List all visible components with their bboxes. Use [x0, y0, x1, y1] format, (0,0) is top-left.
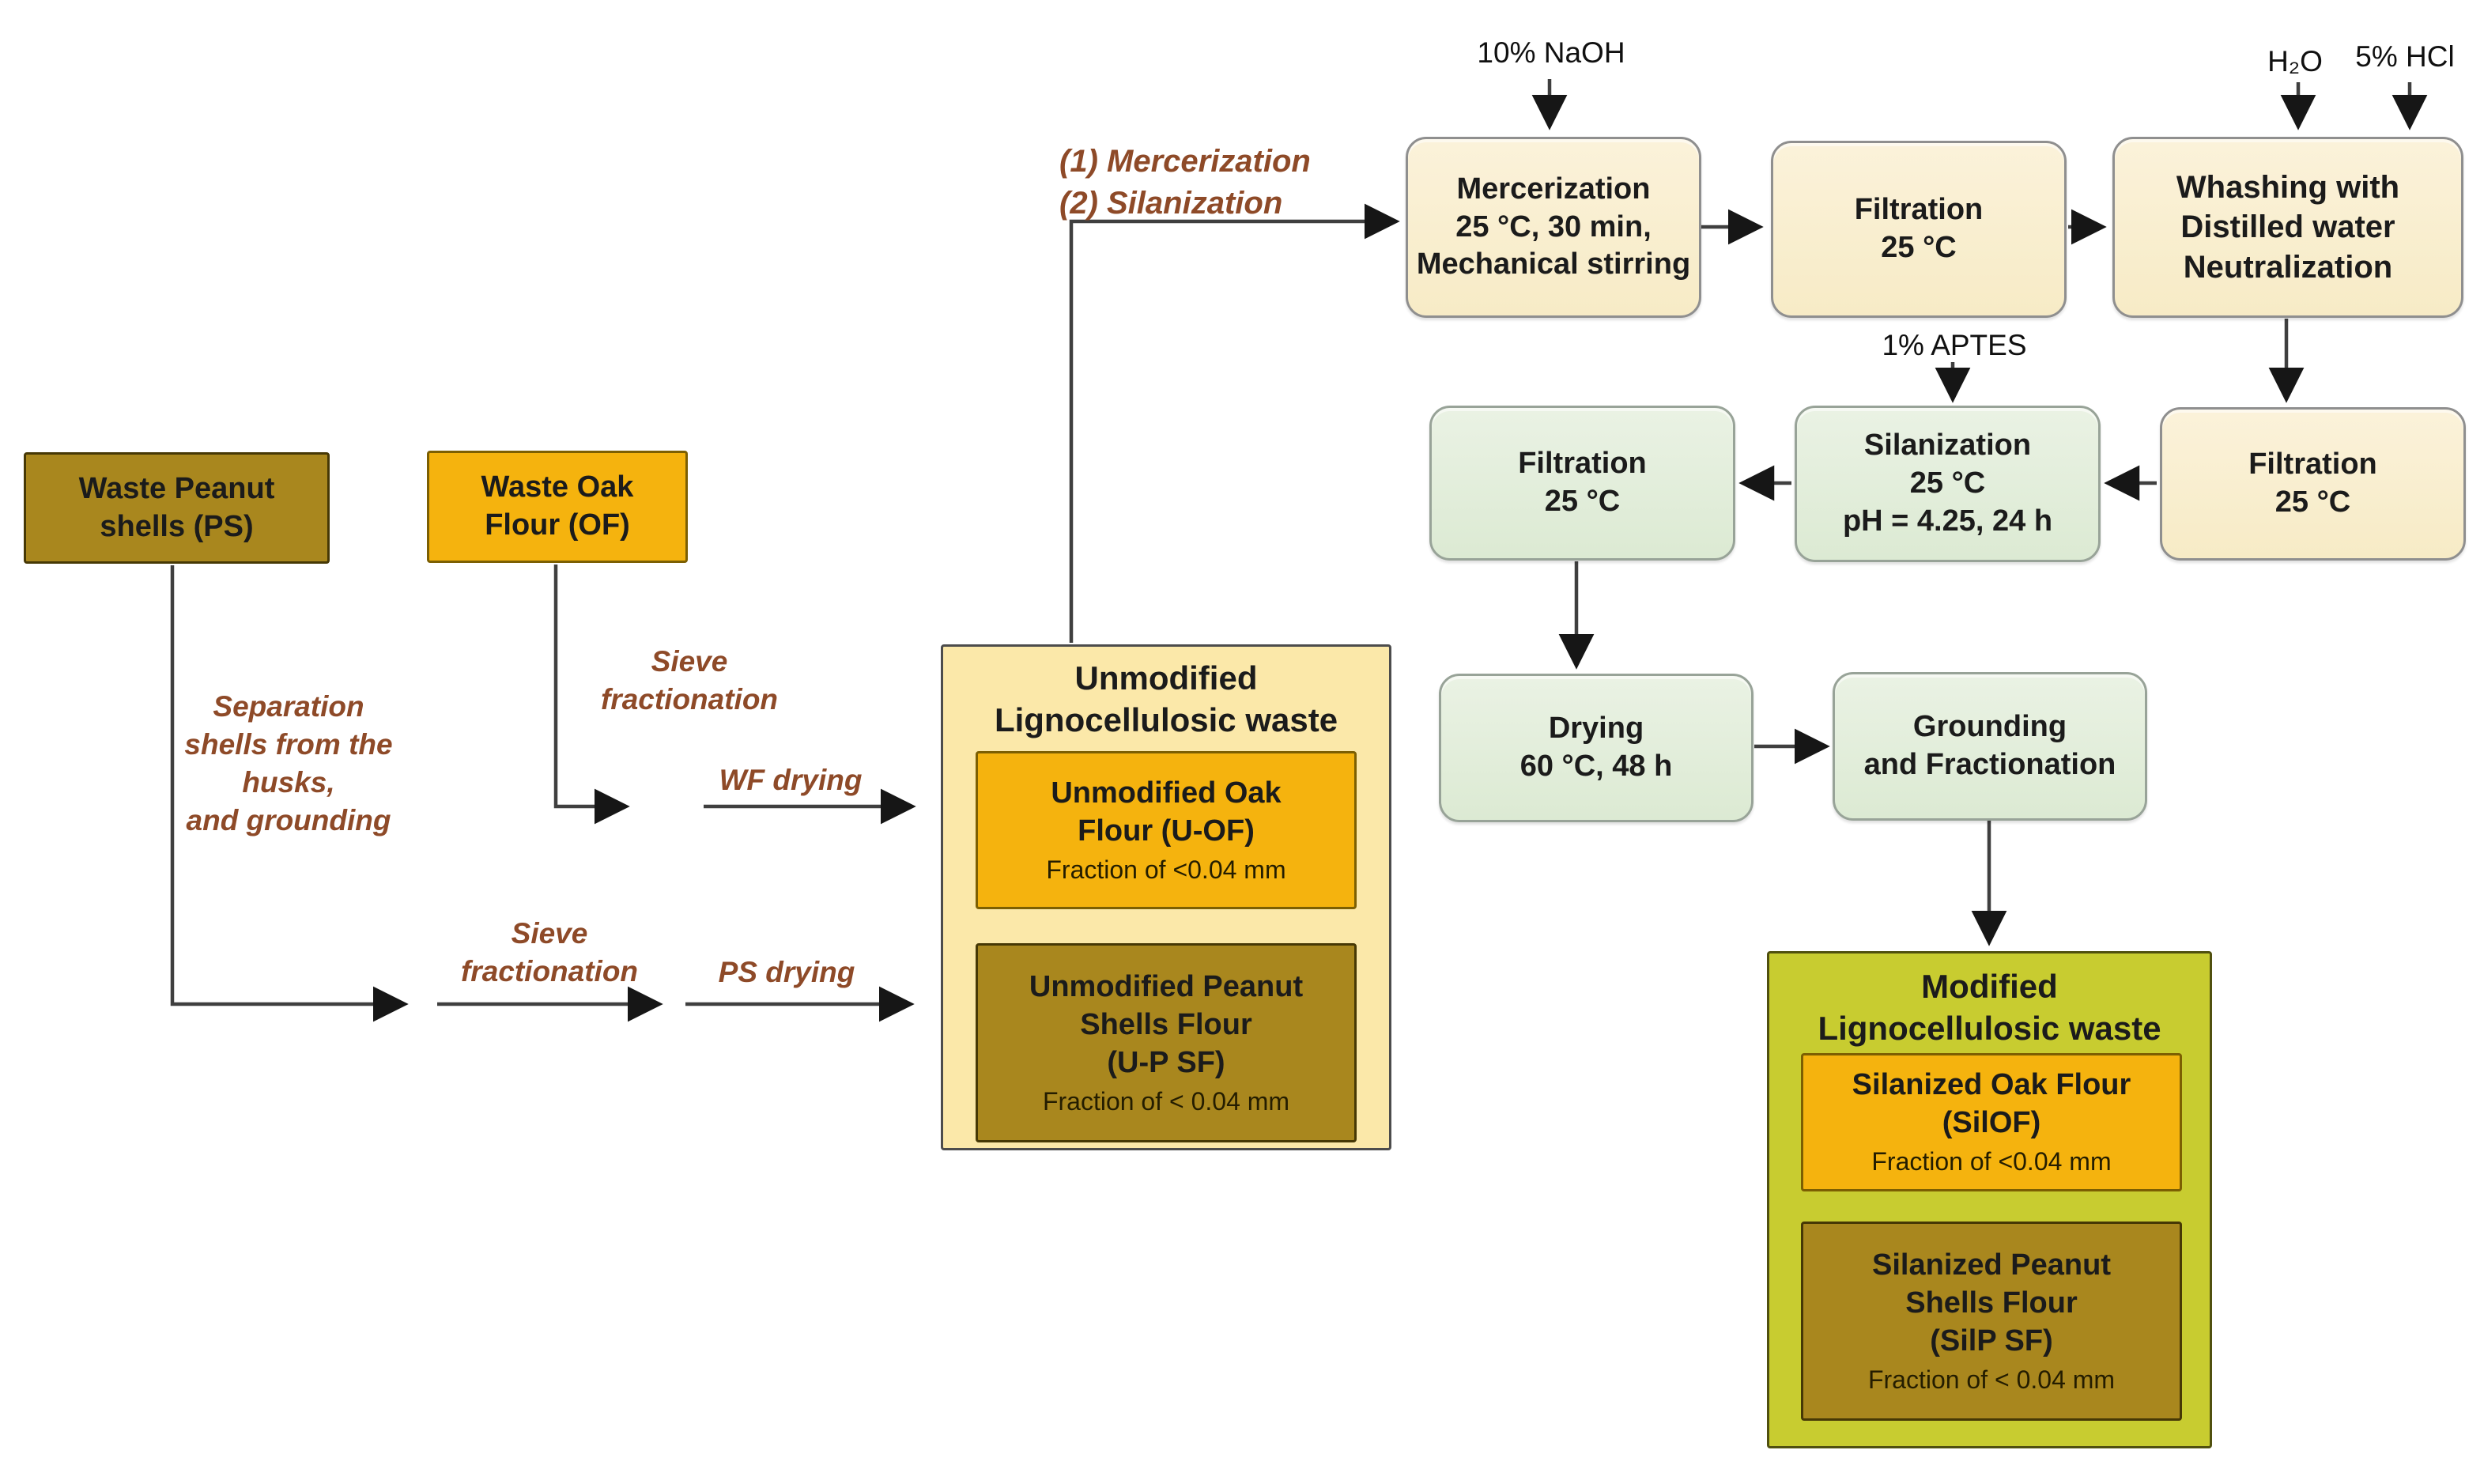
sieve-ps-line1: Sieve: [511, 916, 588, 950]
h2o-input-label: H₂O: [2267, 45, 2323, 77]
grounding-line2: and Fractionation: [1863, 748, 2116, 781]
mercerization-cond2: Mechanical stirring: [1416, 247, 1691, 281]
filtration-3-box: Filtration 25 °C: [1429, 406, 1735, 561]
process-note-line1: (1) Mercerization: [1059, 144, 1311, 179]
upsf-line1: Unmodified Peanut: [1029, 970, 1304, 1004]
arrow: [170, 565, 409, 1022]
silanized-peanut-flour-box: Silanized Peanut Shells Flour (SilP SF) …: [1801, 1222, 2182, 1421]
separation-label: Separation shells from the husks, and gr…: [184, 688, 392, 840]
silof-line2: (SilOF): [1942, 1106, 2041, 1140]
separation-line1: Separation: [213, 689, 364, 723]
separation-line2: shells from the: [184, 727, 393, 761]
silanized-oak-flour-box: Silanized Oak Flour (SilOF) Fraction of …: [1801, 1053, 2182, 1191]
filtration-1-title: Filtration: [1854, 193, 1984, 227]
silanization-title: Silanization: [1863, 429, 2032, 463]
filtration-1-box: Filtration 25 °C: [1771, 141, 2067, 318]
sieve-fractionation-of-label: Sieve fractionation: [601, 643, 778, 719]
waste-peanut-shells-line1: Waste Peanut: [78, 471, 275, 505]
uof-line2: Flour (U-OF): [1078, 814, 1255, 848]
silpsf-line3: (SilP SF): [1930, 1324, 2053, 1358]
waste-peanut-shells-box: Waste Peanut shells (PS): [24, 452, 330, 564]
process-note-line2: (2) Silanization: [1059, 185, 1283, 221]
waste-oak-flour-box: Waste Oak Flour (OF): [427, 451, 688, 563]
separation-line3: husks,: [242, 766, 335, 799]
upsf-line3: (U-P SF): [1107, 1045, 1225, 1079]
uof-line1: Unmodified Oak: [1051, 776, 1282, 810]
washing-line1: Whashing with: [2176, 169, 2400, 205]
ps-drying-label: PS drying: [718, 955, 855, 988]
unmodified-title-line2: Lignocellulosic waste: [994, 700, 1338, 738]
filtration-1-temp: 25 °C: [1881, 231, 1957, 264]
hcl-input-label: 5% HCl: [2355, 40, 2455, 73]
drying-box: Drying 60 °C, 48 h: [1439, 674, 1754, 822]
aptes-input-label: 1% APTES: [1882, 329, 2027, 361]
silpsf-line2: Shells Flour: [1905, 1286, 2078, 1320]
uof-fraction: Fraction of <0.04 mm: [1046, 855, 1286, 884]
silof-fraction: Fraction of <0.04 mm: [1871, 1147, 2112, 1176]
filtration-3-temp: 25 °C: [1544, 485, 1621, 518]
waste-oak-flour-line1: Waste Oak: [481, 470, 634, 504]
modified-title-line2: Lignocellulosic waste: [1818, 1009, 2161, 1047]
separation-line4: and grounding: [186, 804, 391, 837]
filtration-2-box: Filtration 25 °C: [2160, 407, 2466, 561]
sieve-of-line2: fractionation: [600, 683, 779, 716]
filtration-2-temp: 25 °C: [2274, 485, 2351, 519]
washing-line2: Distilled water: [2180, 210, 2395, 245]
waste-peanut-shells-line2: shells (PS): [100, 509, 254, 543]
mercerization-cond1: 25 °C, 30 min,: [1455, 210, 1652, 244]
silpsf-fraction: Fraction of < 0.04 mm: [1867, 1365, 2116, 1394]
upsf-line2: Shells Flour: [1080, 1007, 1252, 1041]
filtration-3-title: Filtration: [1518, 447, 1647, 481]
silanization-temp: 25 °C: [1909, 466, 1986, 500]
arrow: [553, 565, 630, 825]
grounding-line1: Grounding: [1912, 710, 2067, 744]
mercerization-box: Mercerization 25 °C, 30 min, Mechanical …: [1406, 137, 1701, 318]
silpsf-line1: Silanized Peanut: [1872, 1248, 2111, 1282]
sieve-of-line1: Sieve: [651, 644, 728, 678]
mercerization-title: Mercerization: [1456, 172, 1651, 206]
naoh-input-label: 10% NaOH: [1477, 36, 1625, 69]
silanization-ph: pH = 4.25, 24 h: [1842, 504, 2053, 538]
unmodified-peanut-flour-box: Unmodified Peanut Shells Flour (U-P SF) …: [976, 943, 1357, 1142]
drying-cond: 60 °C, 48 h: [1519, 750, 1673, 783]
washing-box: Whashing with Distilled water Neutraliza…: [2112, 137, 2463, 318]
unmodified-title-line1: Unmodified: [1074, 659, 1258, 697]
process-note: (1) Mercerization (2) Silanization: [1059, 141, 1311, 225]
drying-title: Drying: [1548, 712, 1644, 746]
modified-title-line1: Modified: [1921, 968, 2058, 1005]
silof-line1: Silanized Oak Flour: [1852, 1068, 2131, 1102]
washing-line3: Neutralization: [2183, 249, 2393, 285]
upsf-fraction: Fraction of < 0.04 mm: [1042, 1086, 1290, 1116]
filtration-2-title: Filtration: [2248, 447, 2377, 481]
unmodified-oak-flour-box: Unmodified Oak Flour (U-OF) Fraction of …: [976, 751, 1357, 909]
sieve-fractionation-ps-label: Sieve fractionation: [461, 915, 638, 991]
sieve-ps-line2: fractionation: [460, 955, 639, 987]
silanization-box: Silanization 25 °C pH = 4.25, 24 h: [1795, 406, 2101, 562]
waste-oak-flour-line2: Flour (OF): [485, 508, 630, 542]
wf-drying-label: WF drying: [719, 763, 863, 796]
arrow: [1069, 203, 1400, 643]
grounding-box: Grounding and Fractionation: [1833, 672, 2147, 821]
